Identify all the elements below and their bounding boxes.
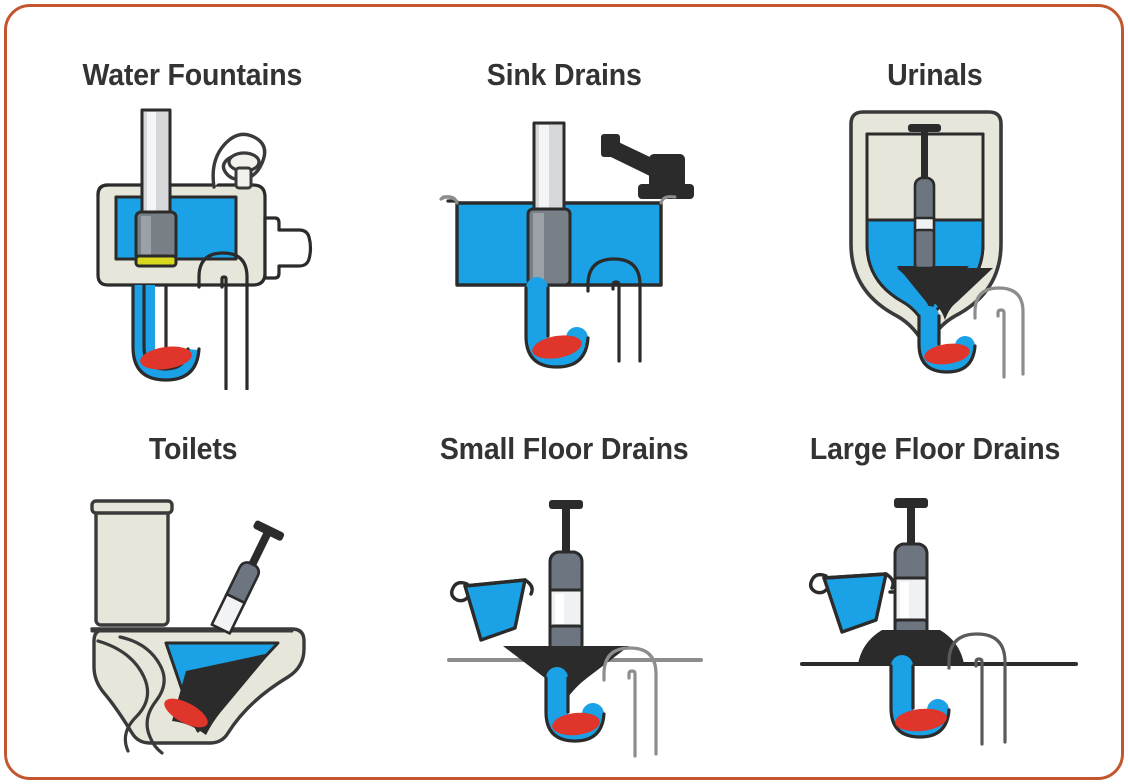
small-floor-drain-svg xyxy=(446,499,703,758)
toilet-illustration xyxy=(7,470,378,777)
water-fountain-svg xyxy=(96,108,312,390)
urinal-svg xyxy=(849,110,1025,379)
diagram-card: Water Fountains xyxy=(4,4,1124,780)
sink-drain-illustration xyxy=(378,98,749,392)
fixture-cell-large-floor-drains: Large Floor Drains xyxy=(750,392,1121,777)
fixture-title-small-floor-drains: Small Floor Drains xyxy=(439,431,689,466)
fixture-title-large-floor-drains: Large Floor Drains xyxy=(810,431,1061,466)
urinal-illustration xyxy=(750,98,1121,392)
fixture-title-sink-drains: Sink Drains xyxy=(486,57,642,92)
fixture-cell-water-fountains: Water Fountains xyxy=(7,7,378,392)
large-floor-drain-illustration xyxy=(750,470,1121,777)
fixture-title-toilets: Toilets xyxy=(148,431,237,466)
sink-drain-svg xyxy=(439,121,694,369)
fixture-title-water-fountains: Water Fountains xyxy=(82,57,303,92)
toilet-svg xyxy=(89,499,306,755)
small-floor-drain-illustration xyxy=(378,470,749,777)
water-fountain-illustration xyxy=(7,98,378,392)
fixture-cell-toilets: Toilets xyxy=(7,392,378,777)
large-floor-drain-svg xyxy=(800,497,1079,746)
fixture-cell-urinals: Urinals xyxy=(750,7,1121,392)
fixture-title-urinals: Urinals xyxy=(887,57,984,92)
fixture-grid: Water Fountains xyxy=(7,7,1121,777)
fixture-cell-small-floor-drains: Small Floor Drains xyxy=(378,392,749,777)
fixture-cell-sink-drains: Sink Drains xyxy=(378,7,749,392)
